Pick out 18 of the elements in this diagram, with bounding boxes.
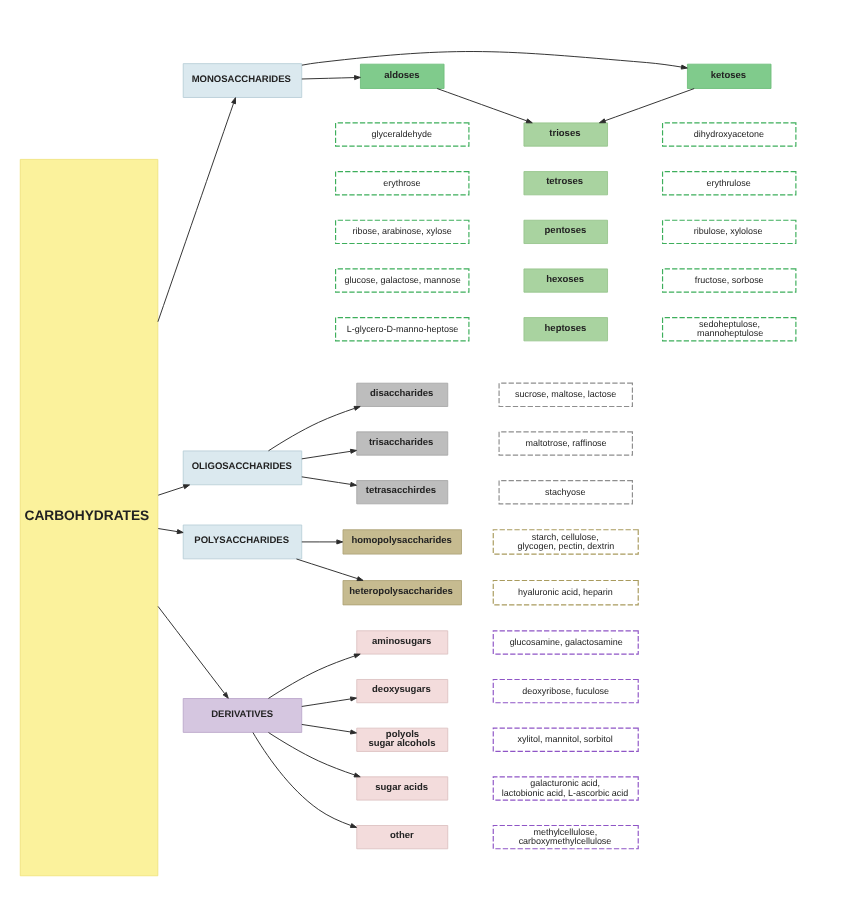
arrow — [301, 538, 344, 544]
arrow — [157, 604, 229, 698]
arrow — [268, 731, 361, 777]
arrow — [296, 557, 364, 581]
arrow — [301, 447, 357, 459]
arrow — [157, 527, 184, 534]
arrow — [598, 87, 695, 123]
arrow — [301, 74, 361, 80]
arrow — [301, 722, 357, 734]
arrow — [436, 87, 533, 123]
arrow — [301, 695, 357, 706]
arrow — [252, 731, 358, 827]
arrow — [268, 404, 361, 451]
arrow — [301, 475, 357, 486]
arrow — [157, 483, 190, 495]
arrow — [157, 96, 236, 322]
arrow — [301, 50, 688, 69]
arrow — [268, 652, 361, 698]
